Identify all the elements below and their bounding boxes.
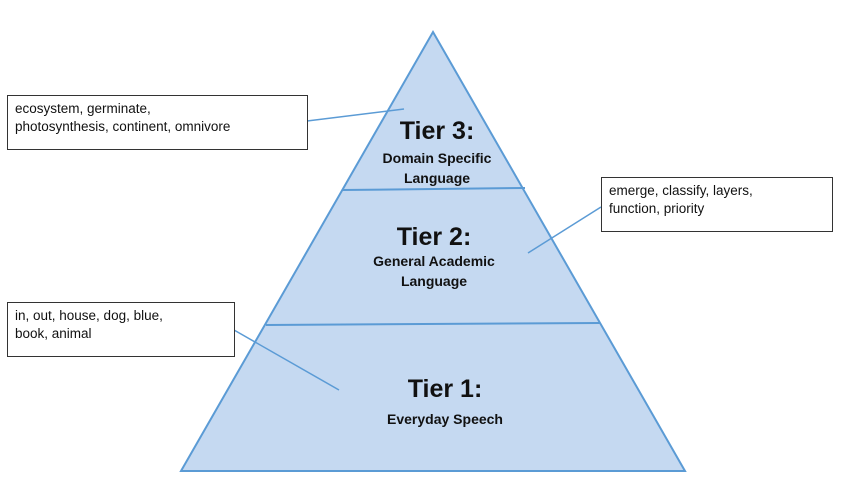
tier1-examples-box: in, out, house, dog, blue, book, animal (7, 302, 235, 357)
tier2-connector-line (527, 206, 602, 254)
tier2-subtitle-line2: Language (401, 273, 467, 289)
tier3-subtitle-line1: Domain Specific (383, 150, 492, 166)
tier3-examples-line1: ecosystem, germinate, (15, 101, 151, 116)
tier1-title: Tier 1: (408, 375, 483, 403)
pyramid-shape (179, 29, 687, 472)
tier2-tier1-divider (265, 322, 601, 326)
tier1-examples-line2: book, animal (15, 326, 92, 341)
tier3-subtitle-line2: Language (404, 170, 470, 186)
tier2-examples-box: emerge, classify, layers, function, prio… (601, 177, 833, 232)
tier3-examples-box: ecosystem, germinate, photosynthesis, co… (7, 95, 308, 150)
tier1-subtitle-line1: Everyday Speech (387, 411, 503, 427)
tier2-examples-line2: function, priority (609, 201, 705, 216)
tier3-title: Tier 3: (400, 117, 475, 145)
tier2-subtitle-line1: General Academic (373, 253, 495, 269)
tier1-examples-line1: in, out, house, dog, blue, (15, 308, 163, 323)
tier1-connector-line (233, 329, 340, 391)
tier2-examples-line1: emerge, classify, layers, (609, 183, 753, 198)
tier3-connector-line (306, 108, 405, 122)
tier3-examples-line2: photosynthesis, continent, omnivore (15, 119, 231, 134)
tier2-title: Tier 2: (397, 223, 472, 251)
tier3-tier2-divider (341, 187, 526, 191)
